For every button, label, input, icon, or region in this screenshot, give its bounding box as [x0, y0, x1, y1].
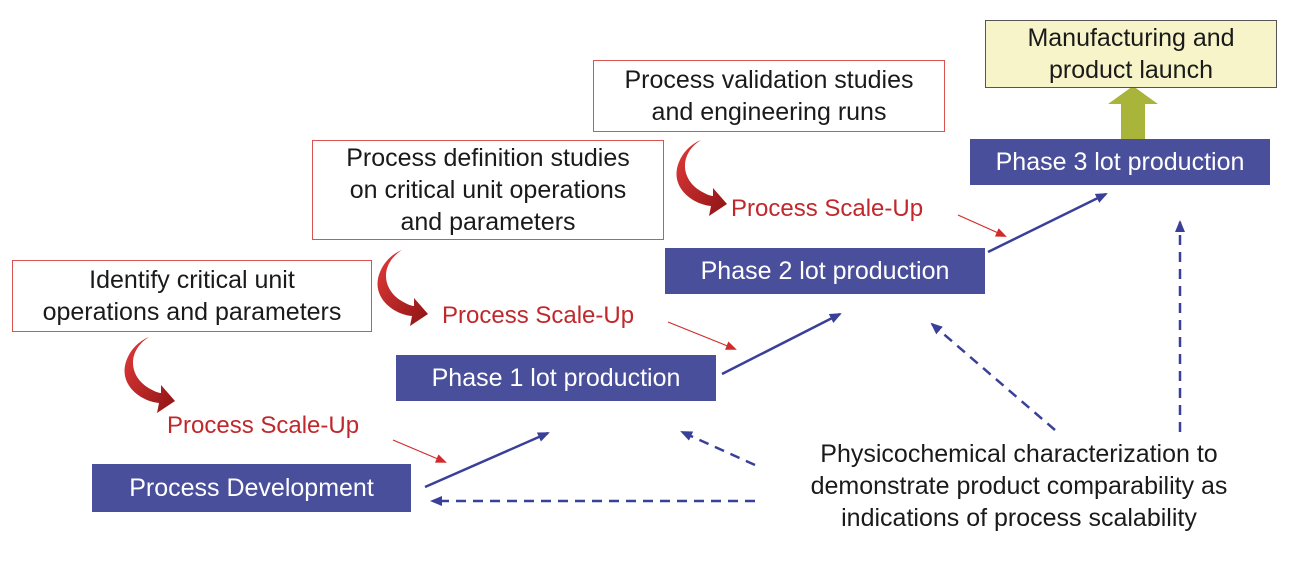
- identify-line-1: Identify critical unit: [89, 266, 295, 294]
- phase2-box: Phase 2 lot production: [665, 248, 985, 294]
- phase1-box: Phase 1 lot production: [396, 355, 716, 401]
- dashed-arrow-to-phase2: [930, 322, 1056, 431]
- launch-arrow: [1108, 86, 1158, 140]
- validation-line-2: and engineering runs: [651, 98, 887, 126]
- scale-up-label-2: Process Scale-Up: [442, 302, 635, 329]
- dashed-arrow-to-phase1: [680, 430, 756, 467]
- curl-arrow-icon-2: [377, 250, 428, 326]
- characterization-note: Physicochemical characterization to demo…: [765, 438, 1273, 534]
- launch-line-2: product launch: [1048, 56, 1213, 84]
- note-line-2: demonstrate product comparability as: [810, 472, 1228, 500]
- scale-up-label-3: Process Scale-Up: [731, 195, 924, 222]
- scale-up-label-1: Process Scale-Up: [167, 412, 360, 439]
- scale-up-pointer-2: [667, 321, 737, 350]
- scale-up-pointer-1: [392, 439, 447, 463]
- progress-arrow-phase2-to-phase3: [987, 192, 1108, 254]
- scale-up-pointer-3: [957, 214, 1007, 237]
- curl-arrow-icon-1: [124, 337, 175, 413]
- launch-box: Manufacturing and product launch: [985, 20, 1277, 88]
- identify-critical-box: Identify critical unit operations and pa…: [12, 260, 372, 332]
- launch-line-1: Manufacturing and: [1027, 24, 1235, 52]
- note-line-1: Physicochemical characterization to: [820, 440, 1218, 468]
- process-development-box: Process Development: [92, 464, 411, 512]
- note-line-3: indications of process scalability: [841, 504, 1197, 532]
- definition-line-2: on critical unit operations: [349, 176, 627, 204]
- progress-arrow-phase1-to-phase2: [721, 312, 842, 376]
- identify-line-2: operations and parameters: [42, 298, 342, 326]
- definition-line-3: and parameters: [400, 208, 576, 236]
- validation-line-1: Process validation studies: [624, 66, 914, 94]
- validation-studies-box: Process validation studies and engineeri…: [593, 60, 945, 132]
- definition-line-1: Process definition studies: [346, 144, 630, 172]
- definition-studies-box: Process definition studies on critical u…: [312, 140, 664, 240]
- progress-arrow-dev-to-phase1: [424, 431, 550, 489]
- phase3-box: Phase 3 lot production: [970, 139, 1270, 185]
- curl-arrow-icon-3: [676, 140, 727, 216]
